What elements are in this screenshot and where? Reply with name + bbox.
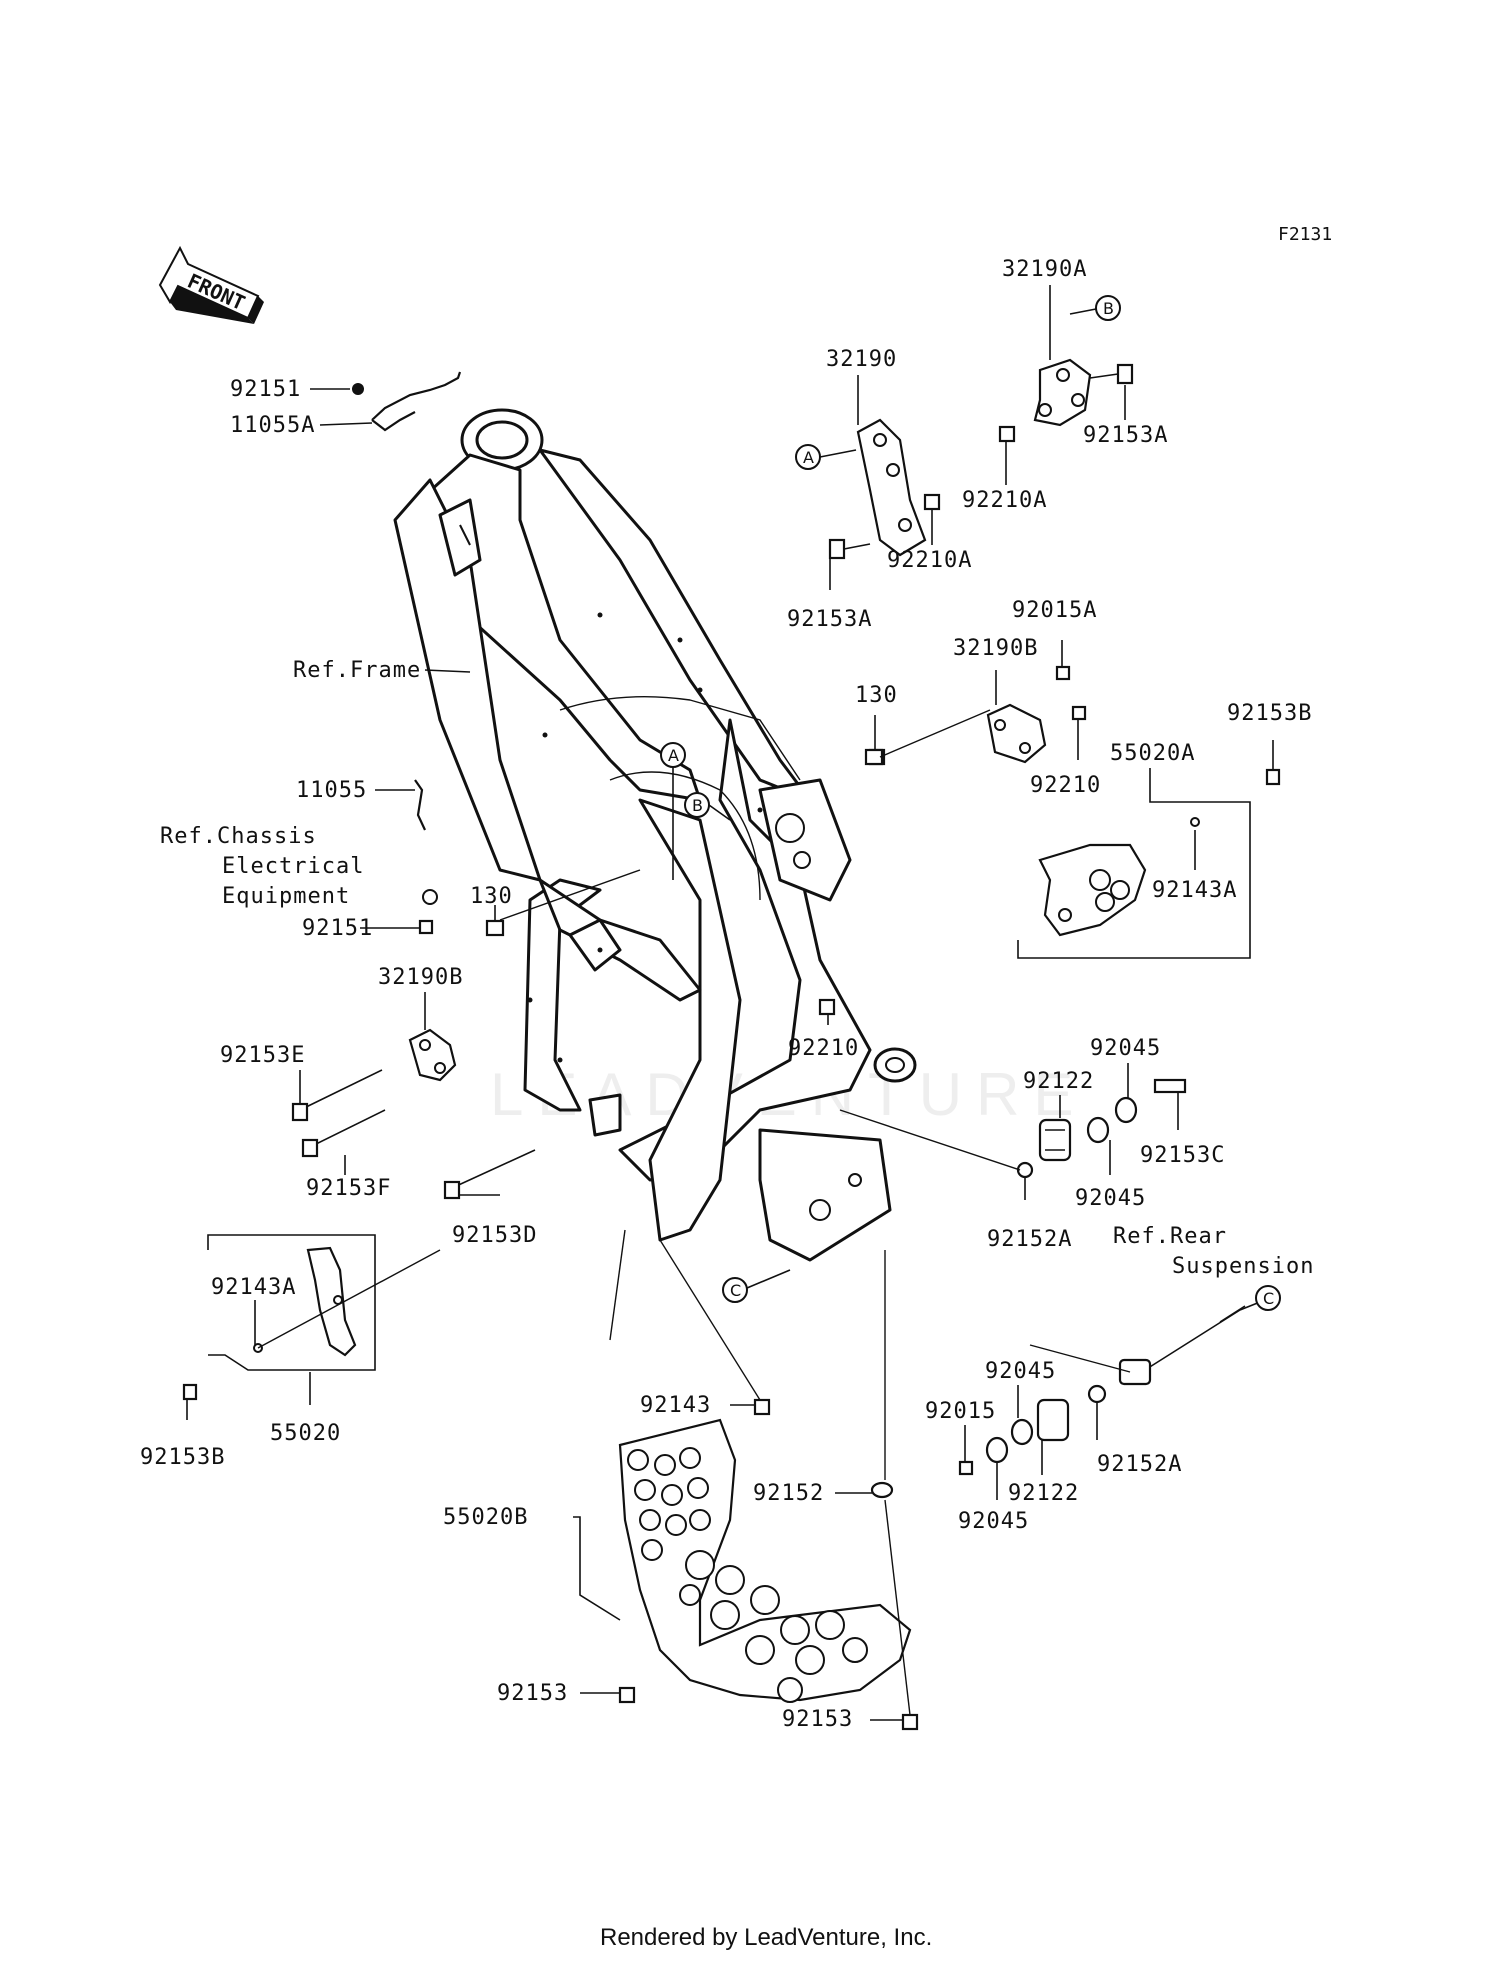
label-92153b: 92153B [1227,701,1312,726]
svg-text:A: A [668,746,679,765]
label-92152a: 92152A [987,1227,1072,1252]
label-92152a: 92152A [1097,1452,1182,1477]
label-92143a: 92143A [1152,878,1237,903]
svg-text:C: C [1263,1289,1274,1308]
callout-a-frame: A [660,742,686,880]
label-92153c: 92153C [1140,1143,1225,1168]
part-labels: 32190A 32190 92153A 92210A 92210A 92153A… [140,257,1314,1732]
footer-credit: Rendered by LeadVenture, Inc. [600,1924,932,1951]
svg-text:C: C [730,1281,741,1300]
svg-text:B: B [692,796,703,815]
guard-55020 [182,1246,357,1401]
callout-b-top: B [1069,295,1121,321]
collar-92152 [870,1481,894,1499]
label-ref-chassis: Ref.Chassis [160,824,317,849]
clamp-11055a [352,371,462,432]
nut-92210-mid [818,998,836,1016]
label-92153a: 92153A [787,607,872,632]
label-92122: 92122 [1023,1069,1094,1094]
label-11055: 11055 [296,778,367,803]
label-ref-rear-2: Suspension [1172,1254,1314,1279]
label-92153a: 92153A [1083,423,1168,448]
label-11055a: 11055A [230,413,315,438]
label-92152: 92152 [753,1481,824,1506]
label-92045: 92045 [985,1359,1056,1384]
label-92045: 92045 [1075,1186,1146,1211]
svg-text:A: A [803,448,814,467]
bolt-130-top [864,748,884,766]
svg-text:B: B [1103,299,1114,318]
label-92210a: 92210A [962,488,1047,513]
skid-plate-55020b [618,1418,912,1703]
pivot-shaft [1118,1305,1246,1386]
label-55020: 55020 [270,1421,341,1446]
label-92045: 92045 [1090,1036,1161,1061]
bolt-92153-bottom [901,1713,919,1731]
label-92151: 92151 [302,916,373,941]
label-ref-chassis-2: Electrical [222,854,364,879]
clamp-11055 [414,779,438,935]
label-92015: 92015 [925,1399,996,1424]
label-92153f: 92153F [306,1176,391,1201]
label-92153e: 92153E [220,1043,305,1068]
frame-illustration [393,408,917,1262]
label-92210: 92210 [1030,773,1101,798]
label-92143: 92143 [640,1393,711,1418]
label-92122: 92122 [1008,1481,1079,1506]
label-130: 130 [855,683,898,708]
label-ref-chassis-3: Equipment [222,884,350,909]
label-92153: 92153 [782,1707,853,1732]
callout-a-top: A [795,444,857,470]
pivot-parts-lower [958,1384,1107,1476]
bolt-92153-left [618,1686,636,1704]
label-32190: 32190 [826,347,897,372]
pivot-parts-right [1016,1078,1187,1179]
label-32190b: 32190B [378,965,463,990]
label-92151: 92151 [230,377,301,402]
front-arrow-icon: FRONT [158,245,264,324]
label-92153b: 92153B [140,1445,225,1470]
callout-c-shaft: C [1255,1285,1281,1311]
label-92015a: 92015A [1012,598,1097,623]
label-130: 130 [470,884,513,909]
label-55020b: 55020B [443,1505,528,1530]
bracket-32190 [828,418,941,560]
leader-lines [186,285,1274,1721]
label-92143a: 92143A [211,1275,296,1300]
label-92153: 92153 [497,1681,568,1706]
label-32190a: 32190A [1002,257,1087,282]
guard-55020a [1038,768,1281,937]
diagram-code: F2131 [1278,224,1332,245]
bolt-130-left [485,919,505,937]
callout-b-frame: B [684,792,731,821]
label-92210: 92210 [788,1036,859,1061]
label-ref-frame: Ref.Frame [293,658,421,683]
label-32190b: 32190B [953,636,1038,661]
label-92153d: 92153D [452,1223,537,1248]
bracket-32190b-left [408,1028,457,1082]
bracket-32190a [998,358,1134,443]
label-92210a: 92210A [887,548,972,573]
label-92045: 92045 [958,1509,1029,1534]
collar-92143 [753,1398,771,1416]
label-55020a: 55020A [1110,741,1195,766]
long-bolts [291,1069,536,1200]
label-ref-rear: Ref.Rear [1113,1224,1227,1249]
callout-c-frame: C [722,1269,791,1303]
